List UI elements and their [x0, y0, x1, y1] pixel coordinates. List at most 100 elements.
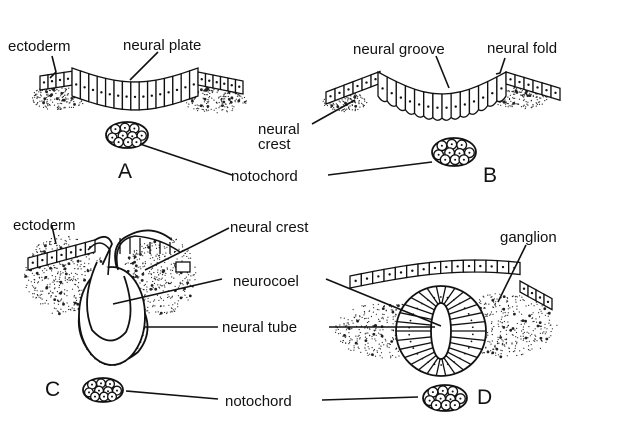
- stipple-dot: [521, 330, 523, 332]
- stipple-dot: [536, 99, 538, 101]
- stipple-dot: [365, 332, 367, 334]
- stipple-dot: [192, 274, 194, 276]
- stipple-dot: [357, 346, 359, 348]
- stipple-dot: [525, 305, 527, 307]
- stipple-dot: [224, 92, 226, 95]
- stipple-dot: [58, 286, 60, 289]
- stipple-dot: [50, 244, 52, 246]
- stipple-dot: [351, 328, 353, 330]
- neural-tube-d: [395, 285, 487, 377]
- cell-nucleus: [433, 296, 436, 299]
- cell-nucleus: [412, 347, 415, 350]
- cell-nucleus: [142, 95, 145, 98]
- neural-tube-d-cell-wall: [449, 341, 483, 350]
- cell-nucleus: [545, 88, 548, 92]
- stipple-dot: [37, 102, 39, 104]
- stipple-dot: [155, 311, 157, 313]
- stipple-dot: [174, 290, 176, 292]
- stipple-dot: [75, 284, 77, 286]
- stipple-dot: [172, 242, 174, 244]
- stipple-dot: [147, 306, 149, 308]
- stipple-dot: [182, 280, 184, 282]
- cell-nucleus: [230, 84, 233, 87]
- stipple-dot: [90, 269, 92, 272]
- stipple-dot: [54, 89, 56, 91]
- stipple-dot: [99, 257, 101, 259]
- stipple-dot: [531, 313, 533, 316]
- stipple-dot: [156, 261, 158, 264]
- stipple-dot: [226, 92, 228, 94]
- stipple-dot: [324, 104, 326, 106]
- cell-nucleus: [374, 77, 377, 81]
- cell-nucleus: [454, 105, 457, 108]
- stipple-dot: [64, 107, 66, 109]
- cell-nucleus: [445, 106, 448, 109]
- stipple-dot: [132, 273, 134, 275]
- cell-nucleus: [133, 127, 136, 130]
- stipple-dot: [544, 100, 546, 102]
- cell-nucleus: [381, 87, 384, 90]
- stipple-dot: [390, 357, 392, 359]
- stipple-dot: [78, 104, 80, 106]
- stipple-dot: [350, 349, 352, 351]
- cell-nucleus: [223, 82, 226, 85]
- cell-nucleus: [422, 268, 425, 271]
- leader-neurocoel-d: [325, 278, 442, 327]
- stipple-dot: [374, 333, 376, 335]
- stipple-dot: [49, 283, 51, 285]
- stipple-dot: [63, 267, 67, 271]
- stipple-dot: [539, 325, 542, 328]
- stipple-dot: [55, 308, 57, 310]
- stipple-dot: [66, 94, 68, 96]
- ectoderm-b-right: [505, 71, 561, 102]
- cell-nucleus: [439, 397, 442, 400]
- stipple-dot: [51, 312, 53, 314]
- stipple-dot: [64, 270, 67, 272]
- stipple-dot: [207, 91, 209, 93]
- neural-tube-d-cell-wall: [441, 358, 447, 376]
- stipple-dot: [363, 310, 365, 313]
- stipple-dot: [42, 303, 44, 305]
- stipple-dot: [188, 257, 190, 259]
- stipple-dot: [359, 337, 361, 339]
- stipple-dot: [391, 329, 393, 331]
- stipple-dot: [206, 102, 208, 105]
- stipple-dot: [64, 276, 66, 278]
- stipple-dot: [511, 90, 513, 93]
- stipple-dot: [523, 299, 525, 302]
- stipple-dot: [172, 267, 174, 269]
- stipple-dot: [506, 326, 508, 328]
- stipple-dot: [140, 287, 142, 289]
- stipple-dot: [515, 340, 517, 342]
- cell-nucleus: [117, 141, 120, 144]
- neural-tube-d-cell-wall: [448, 346, 478, 359]
- stipple-dot: [55, 97, 59, 101]
- stipple-dot: [170, 269, 172, 271]
- cell-nucleus: [123, 126, 126, 129]
- stipple-dot: [75, 279, 77, 282]
- stipple-dot: [78, 290, 80, 292]
- stipple-dot: [152, 280, 154, 283]
- stipple-dot: [43, 250, 46, 254]
- stipple-dot: [65, 88, 67, 90]
- stipple-dot: [517, 337, 519, 339]
- stipple-dot: [367, 342, 369, 344]
- neural-tube-d-cell-wall: [443, 357, 456, 375]
- label-b-neural-crest-line2: crest: [258, 136, 291, 153]
- stipple-dot: [57, 271, 59, 273]
- stipple-dot: [151, 245, 153, 247]
- stipple-dot: [493, 298, 495, 300]
- stipple-dot: [491, 334, 493, 336]
- stipple-dot: [364, 344, 366, 346]
- stipple-dot: [50, 296, 52, 298]
- stipple-dot: [40, 297, 42, 299]
- stipple-dot: [382, 316, 384, 318]
- cell-nucleus: [91, 383, 93, 386]
- stipple-dot: [489, 341, 491, 343]
- stipple-dot: [65, 97, 67, 99]
- stipple-dot: [163, 246, 165, 248]
- stipple-dot: [209, 95, 211, 98]
- stipple-dot: [36, 97, 38, 99]
- stipple-dot: [544, 333, 546, 335]
- stipple-dot: [353, 345, 355, 347]
